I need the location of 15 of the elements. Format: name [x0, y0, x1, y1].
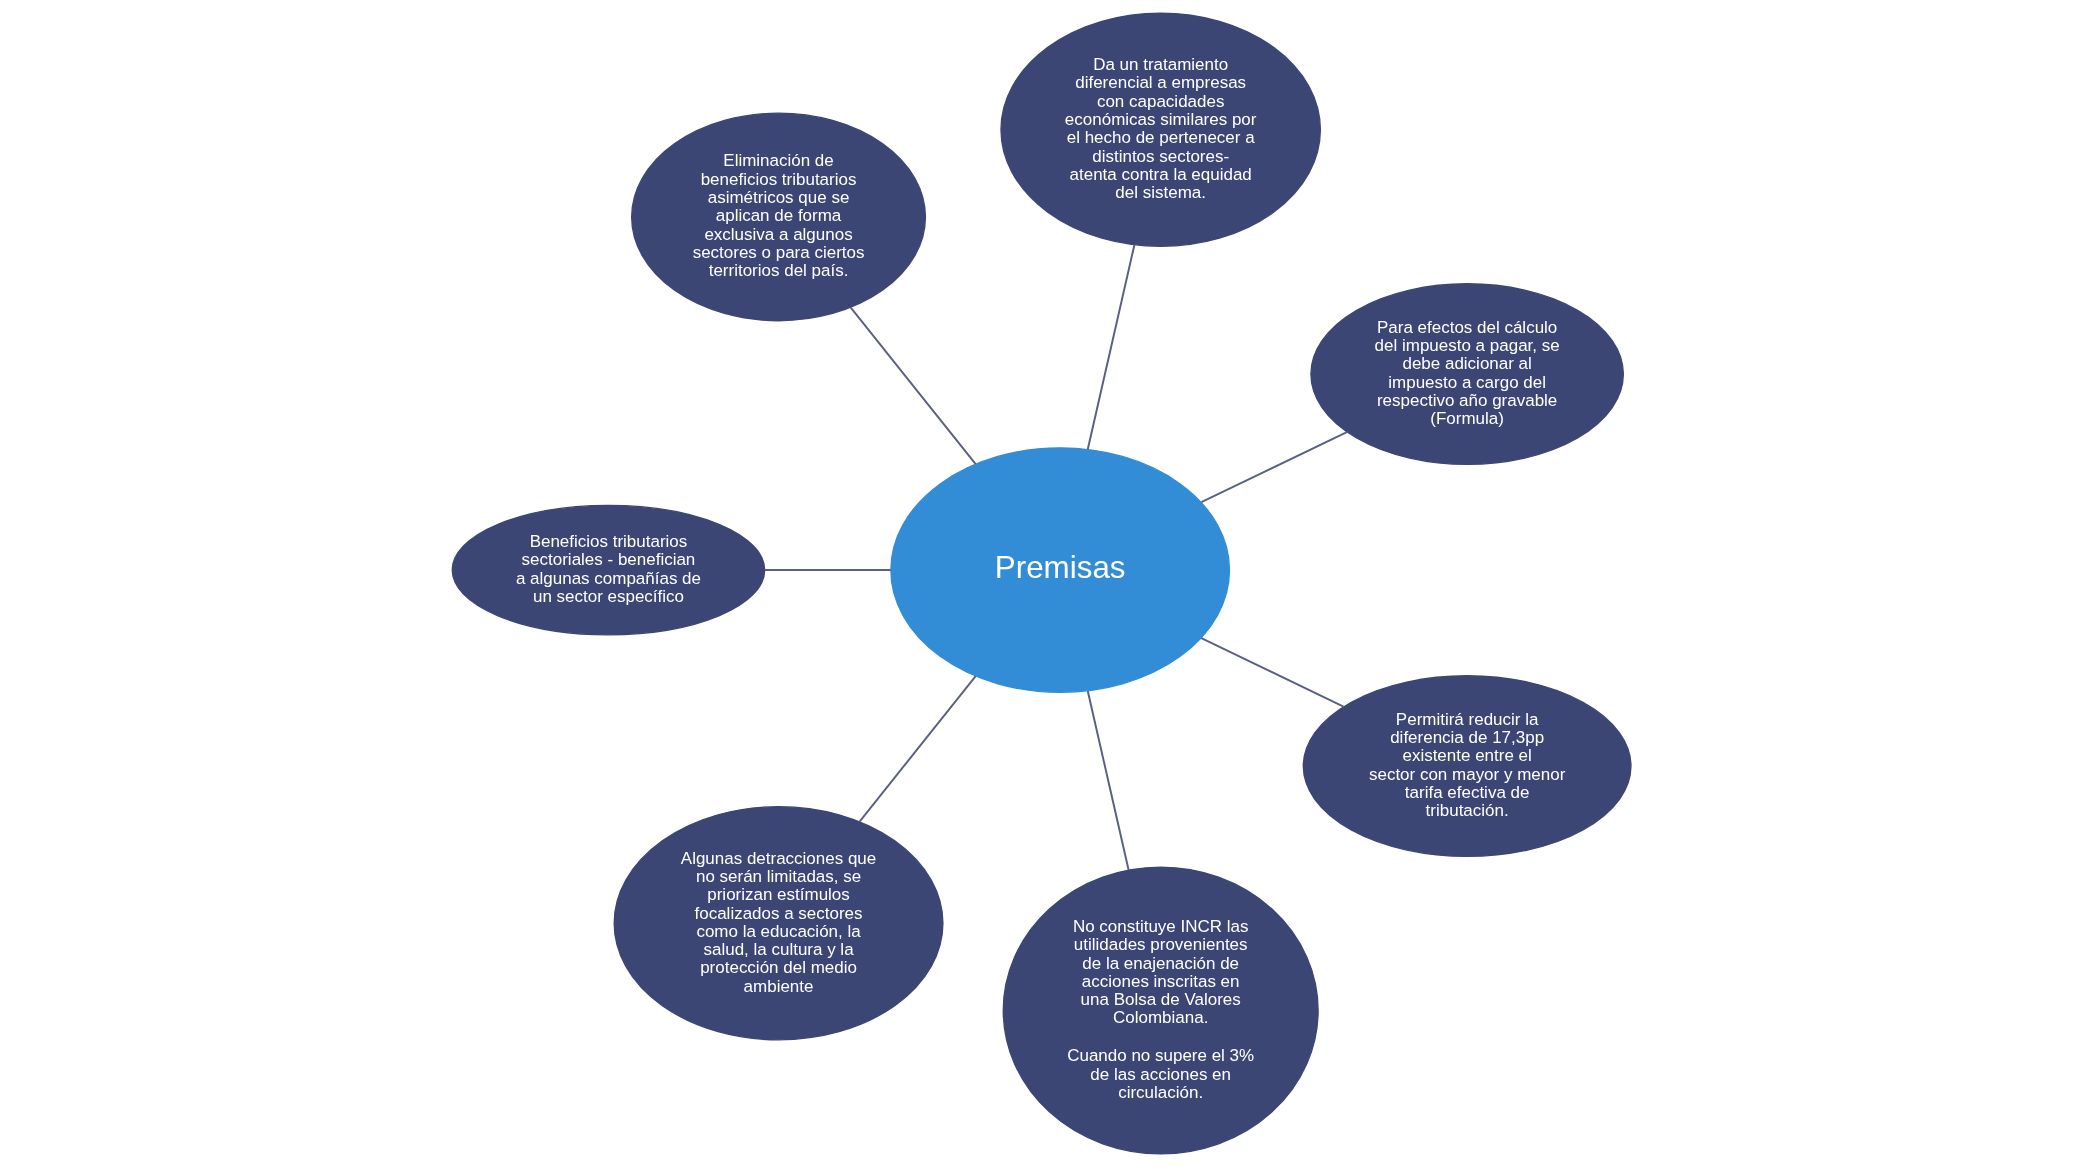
- connector: [1199, 431, 1348, 504]
- node-ellipse: Da un tratamiento diferencial a empresas con capacidades económicas similares por el hecho de pertenecer a distintos sectores- atenta contra la equidad del sistema.: [999, 12, 1321, 247]
- connector: [763, 569, 892, 572]
- node-ellipse: Para efectos del cálculo del impuesto a pagar, se debe adicionar al impuesto a cargo del respectivo año gravable (Formula): [1309, 283, 1624, 466]
- connector: [1199, 637, 1344, 708]
- node-ellipse: Permitirá reducir la diferencia de 17,3pp existente entre el sector con mayor y menor tarifa efectiva de tributación.: [1302, 675, 1632, 858]
- connector: [849, 306, 977, 466]
- node-ellipse: Algunas detracciones que no serán limitadas, se priorizan estímulos focalizados a sectores como la educación, la salud, la cultura y la protección del medio ambiente: [613, 805, 944, 1041]
- connector: [1086, 690, 1130, 871]
- node-circle: No constituye INCR las utilidades provenientes de la enajenación de acciones inscritas en una Bolsa de Valores Colombiana. Cuando no supere el 3% de las acciones en circulación.: [1002, 866, 1319, 1155]
- connector: [858, 675, 977, 823]
- connector: [1086, 243, 1135, 451]
- node-ellipse: Premisas: [889, 447, 1230, 693]
- node-ellipse: Beneficios tributarios sectoriales - benefician a algunas compañías de un sector específico: [451, 504, 765, 636]
- node-ellipse: Eliminación de beneficios tributarios asimétricos que se aplican de forma exclusiva a algunos sectores o para ciertos territorios del país.: [630, 112, 926, 322]
